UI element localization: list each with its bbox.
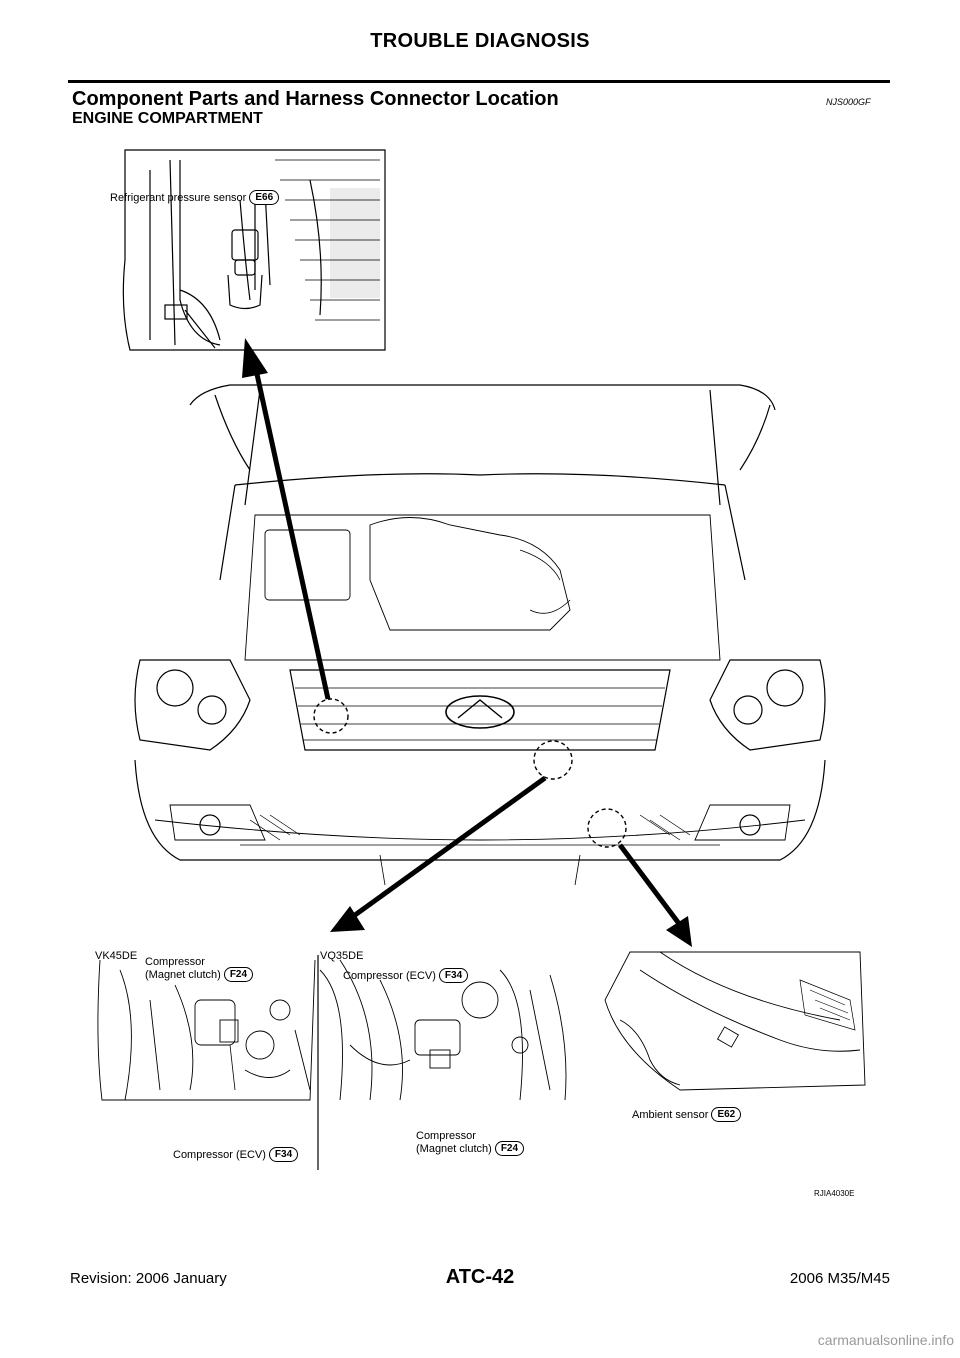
vk45de-label: VK45DE bbox=[95, 950, 138, 962]
vk-compressor-magnet-clutch-callout: Compressor (Magnet clutch) F24 bbox=[145, 956, 254, 982]
connector-f34-tag: F34 bbox=[438, 968, 469, 983]
refrigerant-pressure-sensor-label: Refrigerant pressure sensor bbox=[110, 191, 247, 204]
engine-compartment-illustration bbox=[80, 140, 880, 1215]
connector-f24-tag: F24 bbox=[223, 967, 254, 982]
connector-f24-tag: F24 bbox=[494, 1141, 525, 1156]
refrigerant-pressure-sensor-callout: Refrigerant pressure sensor E66 bbox=[110, 190, 280, 205]
vk-compressor-ecv-callout: Compressor (ECV) F34 bbox=[173, 1147, 299, 1162]
vq-compressor-label-line2: (Magnet clutch) bbox=[416, 1143, 492, 1155]
connector-e66-tag: E66 bbox=[249, 190, 280, 205]
ambient-sensor-inset-drawing bbox=[604, 951, 866, 1091]
vq35de-label: VQ35DE bbox=[320, 950, 364, 962]
vq-compressor-label-line1: Compressor bbox=[416, 1130, 476, 1142]
footer-page-id: ATC-42 bbox=[445, 1266, 515, 1288]
vq-compressor-magnet-clutch-callout: Compressor (Magnet clutch) F24 bbox=[416, 1130, 525, 1156]
footer-revision: Revision: 2006 January bbox=[70, 1270, 227, 1287]
vk-compressor-label-line2: (Magnet clutch) bbox=[145, 969, 221, 981]
page-header-title: TROUBLE DIAGNOSIS bbox=[370, 30, 590, 52]
vq-compressor-ecv-label: Compressor (ECV) bbox=[343, 969, 436, 982]
location-markers bbox=[313, 698, 627, 848]
section-divider bbox=[68, 80, 890, 83]
figure-code: RJIA4030E bbox=[814, 1189, 855, 1198]
section-title: Component Parts and Harness Connector Lo… bbox=[72, 88, 559, 110]
connector-f34-tag: F34 bbox=[268, 1147, 299, 1162]
ambient-sensor-callout: Ambient sensor E62 bbox=[632, 1107, 742, 1122]
connector-e62-tag: E62 bbox=[711, 1107, 742, 1122]
footer-model: 2006 M35/M45 bbox=[789, 1270, 890, 1287]
vk-compressor-label-line1: Compressor bbox=[145, 956, 205, 968]
vk-compressor-ecv-label: Compressor (ECV) bbox=[173, 1148, 266, 1161]
car-front-drawing bbox=[134, 384, 826, 886]
ambient-sensor-label: Ambient sensor bbox=[632, 1108, 709, 1121]
section-reference-code: NJS000GF bbox=[826, 97, 871, 107]
subsection-title: ENGINE COMPARTMENT bbox=[72, 110, 263, 127]
watermark: carmanualsonline.info bbox=[817, 1332, 954, 1348]
vq-compressor-ecv-callout: Compressor (ECV) F34 bbox=[343, 968, 469, 983]
vk45de-inset-drawing bbox=[97, 959, 316, 1101]
vq35de-inset-drawing bbox=[319, 959, 567, 1101]
radiator-inset-drawing bbox=[122, 149, 386, 351]
pointer-arrows bbox=[242, 338, 692, 947]
